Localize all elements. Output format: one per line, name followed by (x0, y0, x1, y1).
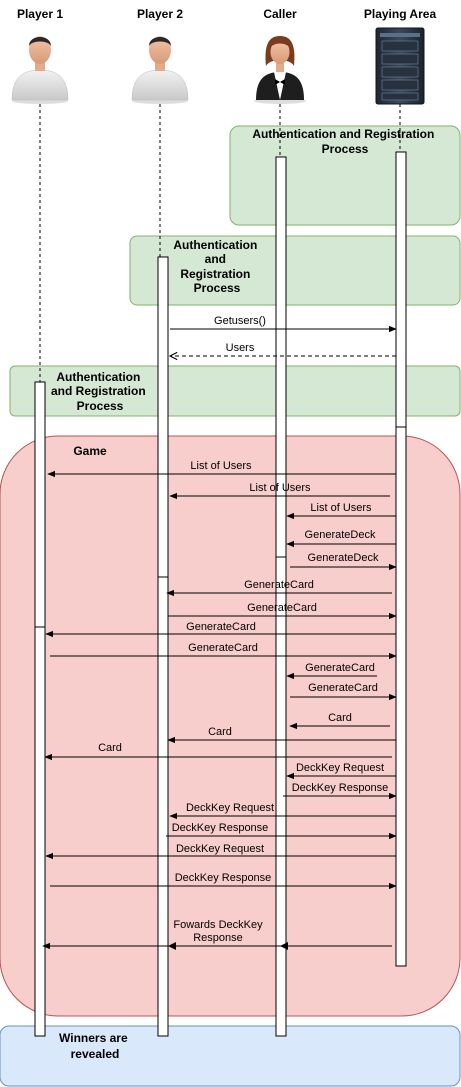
message-label: DeckKey Response (172, 822, 269, 834)
message-label: GenerateDeck (308, 552, 379, 564)
message-label: GenerateCard (305, 662, 375, 674)
activation-bar-caller (275, 156, 287, 558)
message-label: DeckKey Request (176, 843, 264, 855)
message-label: Card (98, 742, 122, 754)
message-label: Card (328, 712, 352, 724)
participant-playing-area: Playing Area (364, 7, 437, 21)
frame-label-auth-player1: Authentication and Registration Process (51, 370, 149, 413)
message-arrowhead (168, 942, 176, 950)
message-label: GenerateDeck (305, 529, 376, 541)
frame-label-winners: Winners are revealed (59, 1031, 131, 1061)
user-icon (131, 36, 189, 104)
game-frame (0, 435, 461, 1017)
message-label: GenerateCard (308, 682, 378, 694)
activation-bar-player-2 (157, 576, 169, 1037)
waitress-icon (254, 36, 306, 104)
message-label: List of Users (249, 482, 311, 494)
activation-bar-player-1 (34, 626, 46, 1037)
winners-frame (0, 1025, 461, 1087)
message-label: List of Users (310, 502, 372, 514)
message-label: GenerateCard (247, 602, 317, 614)
message-label: DeckKey Response (175, 872, 272, 884)
activation-bar-player-1 (34, 381, 46, 628)
message-arrowhead (280, 942, 288, 950)
participant-player-2: Player 2 (137, 7, 183, 21)
message-label: DeckKey Request (296, 762, 384, 774)
message-label: List of Users (190, 460, 252, 472)
message-label: GenerateCard (244, 579, 314, 591)
activation-bar-player-2 (157, 256, 169, 578)
frame-label-game: Game (73, 444, 107, 458)
frame-label-auth-player2: Authentication and Registration Process (173, 238, 260, 295)
message-label: Users (226, 342, 255, 354)
server-rack-icon (375, 27, 425, 105)
auth-frame-player2 (129, 235, 461, 306)
activation-bar-playing-area (395, 426, 407, 967)
participant-caller: Caller (263, 7, 297, 21)
activation-bar-playing-area (395, 151, 407, 428)
frame-label-auth-caller: Authentication and Registration Process (252, 127, 437, 156)
user-icon (11, 36, 69, 104)
message-label: Card (208, 726, 232, 738)
message-label: DeckKey Response (292, 782, 389, 794)
message-label: DeckKey Request (186, 802, 274, 814)
message-label: GenerateCard (188, 642, 258, 654)
message-label: Getusers() (214, 315, 266, 327)
auth-frame-player1 (9, 365, 461, 417)
participant-player-1: Player 1 (17, 7, 63, 21)
message-label: GenerateCard (186, 621, 256, 633)
